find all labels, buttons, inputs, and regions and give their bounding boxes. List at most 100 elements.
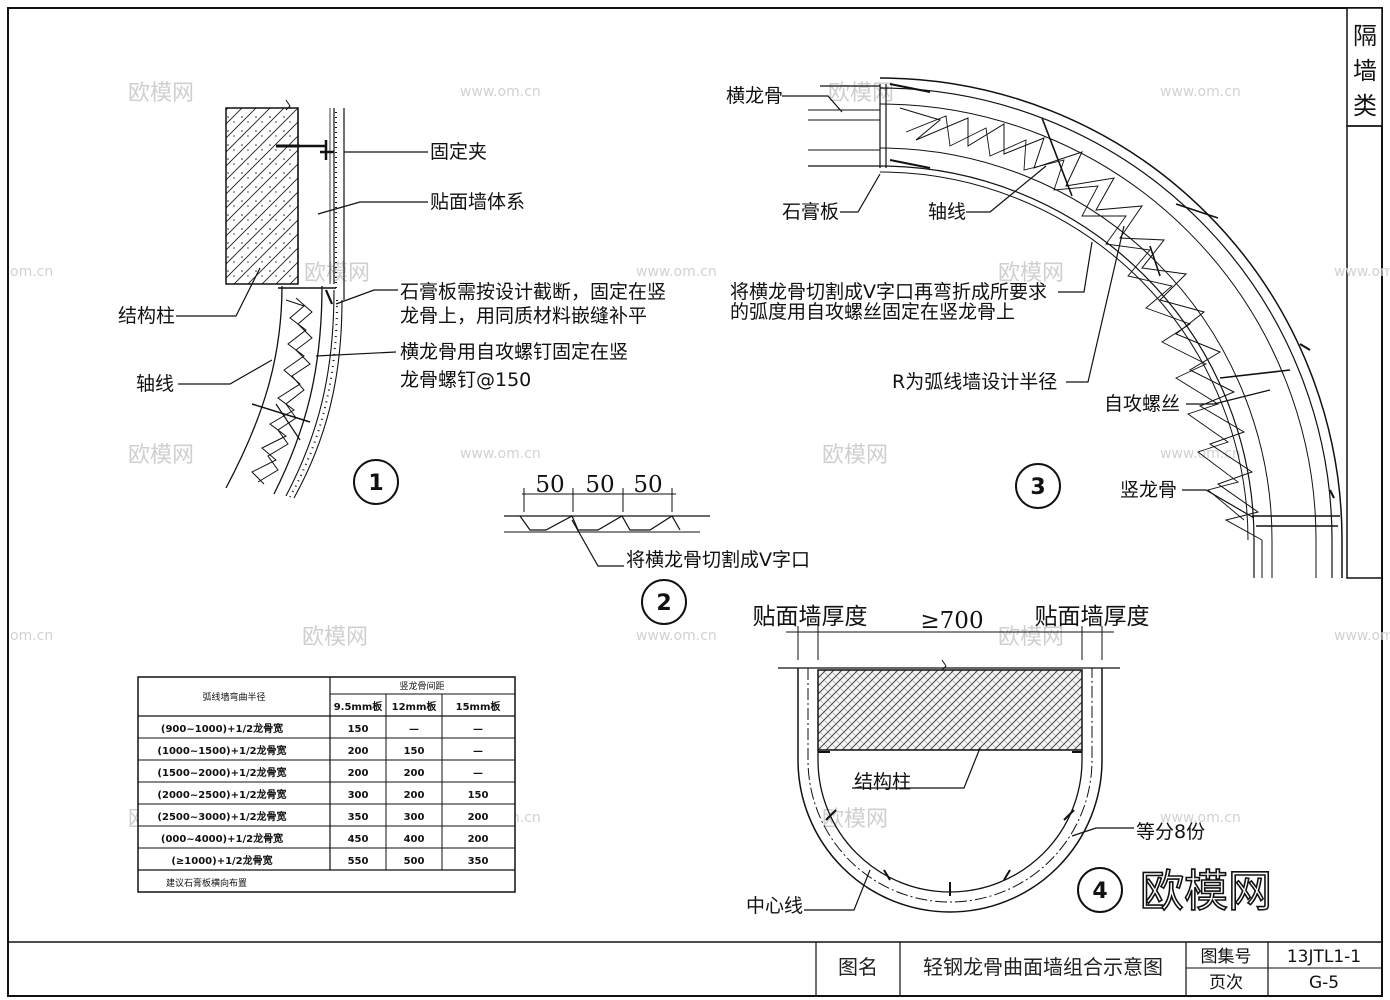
watermark-url: om.cn: [10, 628, 53, 644]
table-cell: —: [473, 768, 483, 779]
label-radius: R为弧线墙设计半径: [892, 371, 1057, 393]
table-cell: 150: [348, 724, 369, 735]
detail-2: 50 50 50 将横龙骨切割成V字口 2: [504, 472, 810, 625]
watermark-brand: 欧模网: [822, 807, 888, 832]
watermark-url: www.om.cn: [636, 264, 717, 280]
atlas-number: 13JTL1-1: [1287, 947, 1361, 967]
detail-1-number: 1: [368, 471, 383, 496]
detail-3-number: 3: [1030, 475, 1045, 500]
table-cell: 350: [468, 856, 489, 867]
watermark-brand: 欧模网: [998, 625, 1064, 650]
table-cell: —: [473, 724, 483, 735]
detail-1-marker: [353, 459, 399, 505]
watermark-brand: 欧模网: [828, 81, 894, 106]
table-cell: 200: [348, 746, 369, 757]
table-cell: (2500~3000)+1/2龙骨宽: [157, 810, 286, 823]
table-cell: (1500~2000)+1/2龙骨宽: [157, 766, 286, 779]
watermark-brand: 欧模网: [128, 443, 194, 468]
structural-column-4: [817, 669, 1083, 751]
table-cell: (2000~2500)+1/2龙骨宽: [157, 788, 286, 801]
label-axis: 轴线: [136, 373, 174, 395]
table-subheader: 15mm板: [456, 700, 502, 713]
label-centerline: 中心线: [746, 895, 803, 917]
brand-logo: 欧模网: [1140, 866, 1272, 917]
label-axis-3: 轴线: [928, 201, 966, 223]
detail-2-number: 2: [656, 591, 671, 616]
label-cut-note-2: 的弧度用自攻螺丝固定在竖龙骨上: [730, 301, 1015, 323]
detail-4-marker: [1077, 867, 1123, 913]
detail-4: 贴面墙厚度 ≥700 贴面墙厚度 结构柱 等分8份 中心线 4: [746, 604, 1205, 917]
label-screw-note-2: 龙骨螺钉@150: [400, 369, 531, 391]
table-cell: (1000~1500)+1/2龙骨宽: [157, 744, 286, 757]
detail-1: 固定夹 贴面墙体系 石膏板需按设计截断，固定在竖 龙骨上，用同质材料嵌缝补平 横…: [118, 99, 666, 505]
table-cell: 450: [348, 834, 369, 845]
page-number: G-5: [1309, 973, 1339, 993]
watermark-brand: 欧模网: [302, 625, 368, 650]
table-cell: —: [409, 724, 419, 735]
table-cell: 300: [404, 812, 425, 823]
table-cell: —: [473, 746, 483, 757]
table-subheader: 9.5mm板: [334, 700, 384, 713]
drawing-title: 轻钢龙骨曲面墙组合示意图: [923, 955, 1163, 979]
table-cell: 200: [468, 834, 489, 845]
label-v-cut: 将横龙骨切割成V字口: [626, 549, 810, 571]
side-tab-char-2: 墙: [1353, 57, 1377, 85]
table-cell: 300: [348, 790, 369, 801]
label-column: 结构柱: [118, 305, 175, 327]
label-cut-note-1: 将横龙骨切割成V字口再弯折成所要求: [730, 281, 1047, 303]
table-cell: 550: [348, 856, 369, 867]
watermark-brand: 欧模网: [128, 81, 194, 106]
detail-2-marker: [641, 579, 687, 625]
atlas-label: 图集号: [1201, 947, 1252, 967]
watermark-url: www.om.cn: [1334, 264, 1390, 280]
dim-2: 50: [585, 472, 614, 498]
watermark-url: om.cn: [10, 264, 53, 280]
title-name-label: 图名: [838, 955, 878, 979]
table-cell: 500: [404, 856, 425, 867]
side-tab: 隔 墙 类: [1346, 7, 1383, 579]
page-label: 页次: [1209, 973, 1243, 993]
table-cell: 150: [468, 790, 489, 801]
table-header-radius: 弧线墙弯曲半径: [202, 691, 265, 703]
side-tab-char-1: 隔: [1353, 22, 1377, 50]
watermark-brand: 欧模网: [822, 443, 888, 468]
table-cell: 200: [348, 768, 369, 779]
watermark-url: www.om.cn: [1160, 84, 1241, 100]
dim-3: 50: [633, 472, 662, 498]
table-cell: (≥1000)+1/2龙骨宽: [171, 854, 272, 867]
label-gypsum: 石膏板: [782, 200, 839, 223]
watermark-url: www.om.cn: [460, 84, 541, 100]
detail-3-marker: [1015, 463, 1061, 509]
label-gypsum-note-2: 龙骨上，用同质材料嵌缝补平: [400, 305, 647, 327]
detail-3: 横龙骨 石膏板 轴线 将横龙骨切割成V字口再弯折成所要求 的弧度用自攻螺丝固定在…: [726, 77, 1343, 578]
label-clip: 固定夹: [430, 141, 487, 163]
table-cell: 150: [404, 746, 425, 757]
label-stud: 竖龙骨: [1120, 479, 1177, 501]
table-cell: 400: [404, 834, 425, 845]
dim-min-width: ≥700: [920, 608, 983, 634]
table-subheader: 12mm板: [392, 700, 438, 713]
watermark-brand: 欧模网: [304, 261, 370, 286]
table-cell: 200: [404, 790, 425, 801]
spacing-table: 弧线墙弯曲半径 竖龙骨间距 9.5mm板 12mm板 15mm板 (900~10…: [137, 676, 516, 893]
table-cell: 200: [404, 768, 425, 779]
dim-left-thickness: 贴面墙厚度: [753, 604, 868, 630]
table-cell: 200: [468, 812, 489, 823]
watermark-url: www.om.cn: [1334, 628, 1390, 644]
watermark-url: www.om.cn: [460, 446, 541, 462]
watermark-brand: 欧模网: [998, 261, 1064, 286]
structural-column: [225, 107, 299, 285]
table-cell: (900~1000)+1/2龙骨宽: [161, 722, 283, 735]
table-cell: (000~4000)+1/2龙骨宽: [161, 832, 283, 845]
label-gypsum-note-1: 石膏板需按设计截断，固定在竖: [400, 280, 666, 303]
table-header-spacing: 竖龙骨间距: [399, 680, 444, 692]
dim-right-thickness: 贴面墙厚度: [1035, 604, 1150, 630]
label-screw: 自攻螺丝: [1104, 393, 1180, 415]
label-divide: 等分8份: [1136, 821, 1205, 843]
dim-1: 50: [535, 472, 564, 498]
label-track: 横龙骨: [726, 85, 783, 107]
side-tab-char-3: 类: [1353, 92, 1377, 120]
table-footnote: 建议石膏板横向布置: [166, 877, 247, 889]
detail-4-number: 4: [1092, 879, 1107, 904]
